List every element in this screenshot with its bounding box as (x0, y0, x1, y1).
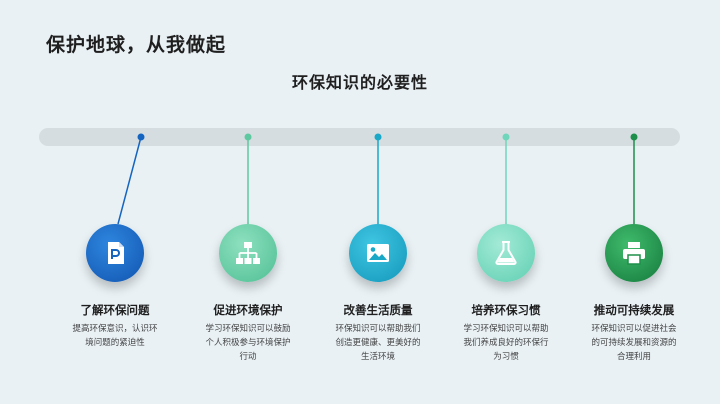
printer-icon (623, 242, 645, 265)
timeline-dot-5 (630, 133, 638, 141)
step-2-title: 促进环境保护 (213, 303, 283, 317)
connector-1 (117, 136, 142, 225)
timeline-dot-2 (244, 133, 252, 141)
slide-title: 保护地球，从我做起 (46, 34, 227, 56)
step-5-title: 推动可持续发展 (593, 303, 675, 317)
step-4-desc: 学习环保知识可以帮助我们养成良好的环保行为习惯 (463, 324, 549, 362)
timeline-dot-3 (374, 133, 382, 141)
image-icon (367, 244, 389, 262)
step-5-node (605, 224, 663, 282)
timeline-bar (39, 128, 680, 146)
flask-icon (495, 241, 517, 265)
org-chart-icon (236, 242, 260, 264)
step-1-desc: 提高环保意识，认识环境问题的紧迫性 (72, 324, 158, 348)
step-2-desc: 学习环保知识可以鼓励个人积极参与环境保护行动 (205, 324, 291, 362)
step-5-desc: 环保知识可以促进社会的可持续发展和资源的合理利用 (591, 324, 677, 362)
step-3-node (349, 224, 407, 282)
step-4-node (477, 224, 535, 282)
timeline-dot-1 (137, 133, 145, 141)
step-1-title: 了解环保问题 (80, 303, 150, 317)
step-1-node (86, 224, 144, 282)
step-4-title: 培养环保习惯 (471, 303, 541, 317)
step-3-title: 改善生活质量 (343, 303, 413, 317)
timeline-dot-4 (502, 133, 510, 141)
step-3-desc: 环保知识可以帮助我们创造更健康、更美好的生活环境 (335, 324, 421, 362)
document-icon (108, 242, 124, 264)
slide-subtitle: 环保知识的必要性 (291, 73, 428, 92)
step-2-node (219, 224, 277, 282)
